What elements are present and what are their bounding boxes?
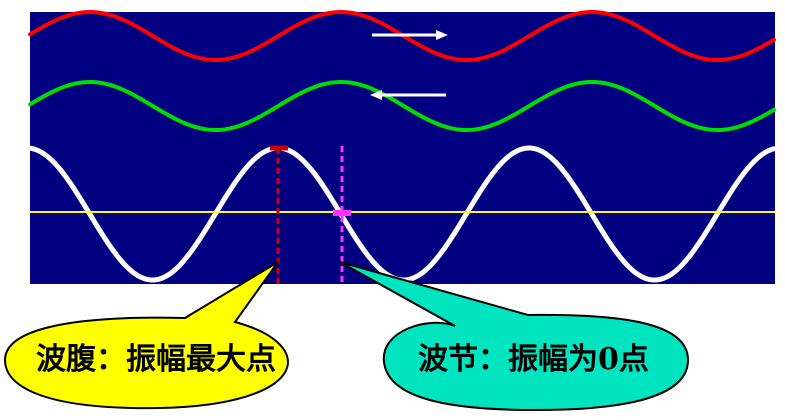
wave-panel: [30, 12, 775, 284]
node-callout-label: 波节：振幅为0点: [418, 342, 649, 377]
leftward-wave: [28, 79, 776, 133]
antinode-callout-label: 波腹：振幅最大点: [36, 342, 276, 377]
node-callout-bubble: [339, 261, 690, 412]
leftward-arrow: [370, 90, 446, 100]
antinode-callout-bubble: [3, 261, 289, 410]
rightward-arrow: [372, 30, 448, 40]
